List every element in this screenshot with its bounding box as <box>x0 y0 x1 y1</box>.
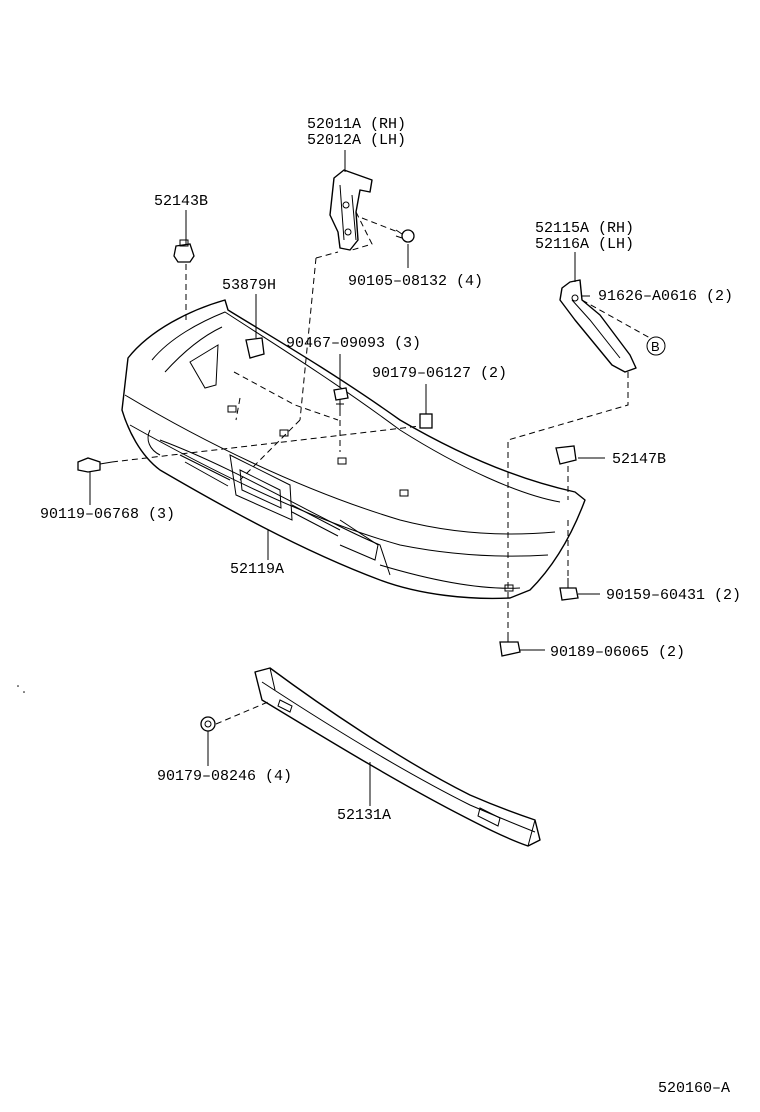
reference-marker-b: B <box>646 336 666 356</box>
label-52115A: 52115A (RH) <box>535 220 634 237</box>
label-90467-09093: 90467–09093 (3) <box>286 335 421 352</box>
label-91626-A0616: 91626–A0616 (2) <box>598 288 733 305</box>
label-52131A: 52131A <box>337 807 391 824</box>
nut-90179-06127[interactable] <box>419 413 433 429</box>
clip-90467-09093[interactable] <box>333 387 349 410</box>
label-52147B: 52147B <box>612 451 666 468</box>
label-52116A: 52116A (LH) <box>535 236 634 253</box>
label-90179-06127: 90179–06127 (2) <box>372 365 507 382</box>
callout-labels: 52011A (RH) 52012A (LH) 52143B 52115A (R… <box>40 116 741 1097</box>
leader-lines <box>89 150 605 806</box>
figure-id: 520160–A <box>658 1080 730 1097</box>
label-52012A: 52012A (LH) <box>307 132 406 149</box>
bumper-reinforcement-52131A[interactable] <box>254 667 541 847</box>
clip-52143B[interactable] <box>173 239 195 263</box>
label-90105-08132: 90105–08132 (4) <box>348 273 483 290</box>
label-90189-06065: 90189–06065 (2) <box>550 644 685 661</box>
label-52119A: 52119A <box>230 561 284 578</box>
bolt-90119-06768[interactable] <box>77 457 113 473</box>
side-support-bracket-52115A[interactable] <box>559 279 637 373</box>
label-90159-60431: 90159–60431 (2) <box>606 587 741 604</box>
label-90179-08246: 90179–08246 (4) <box>157 768 292 785</box>
label-90119-06768: 90119–06768 (3) <box>40 506 175 523</box>
scan-marks <box>17 685 25 693</box>
label-53879H: 53879H <box>222 277 276 294</box>
retainer-bracket-52011A[interactable] <box>329 169 373 251</box>
bumper-cover-52119A[interactable] <box>121 299 586 600</box>
nut-90179-08246[interactable] <box>200 716 216 732</box>
screw-90159-60431[interactable] <box>559 578 579 601</box>
clip-90189-06065[interactable] <box>499 636 521 657</box>
clip-52147B[interactable] <box>555 445 577 465</box>
bolt-90105-08132[interactable] <box>395 229 415 243</box>
assembly-guide-lines <box>111 211 651 725</box>
label-52011A: 52011A (RH) <box>307 116 406 133</box>
label-52143B: 52143B <box>154 193 208 210</box>
clip-53879H[interactable] <box>245 337 265 359</box>
reference-label-b: B <box>651 339 660 354</box>
